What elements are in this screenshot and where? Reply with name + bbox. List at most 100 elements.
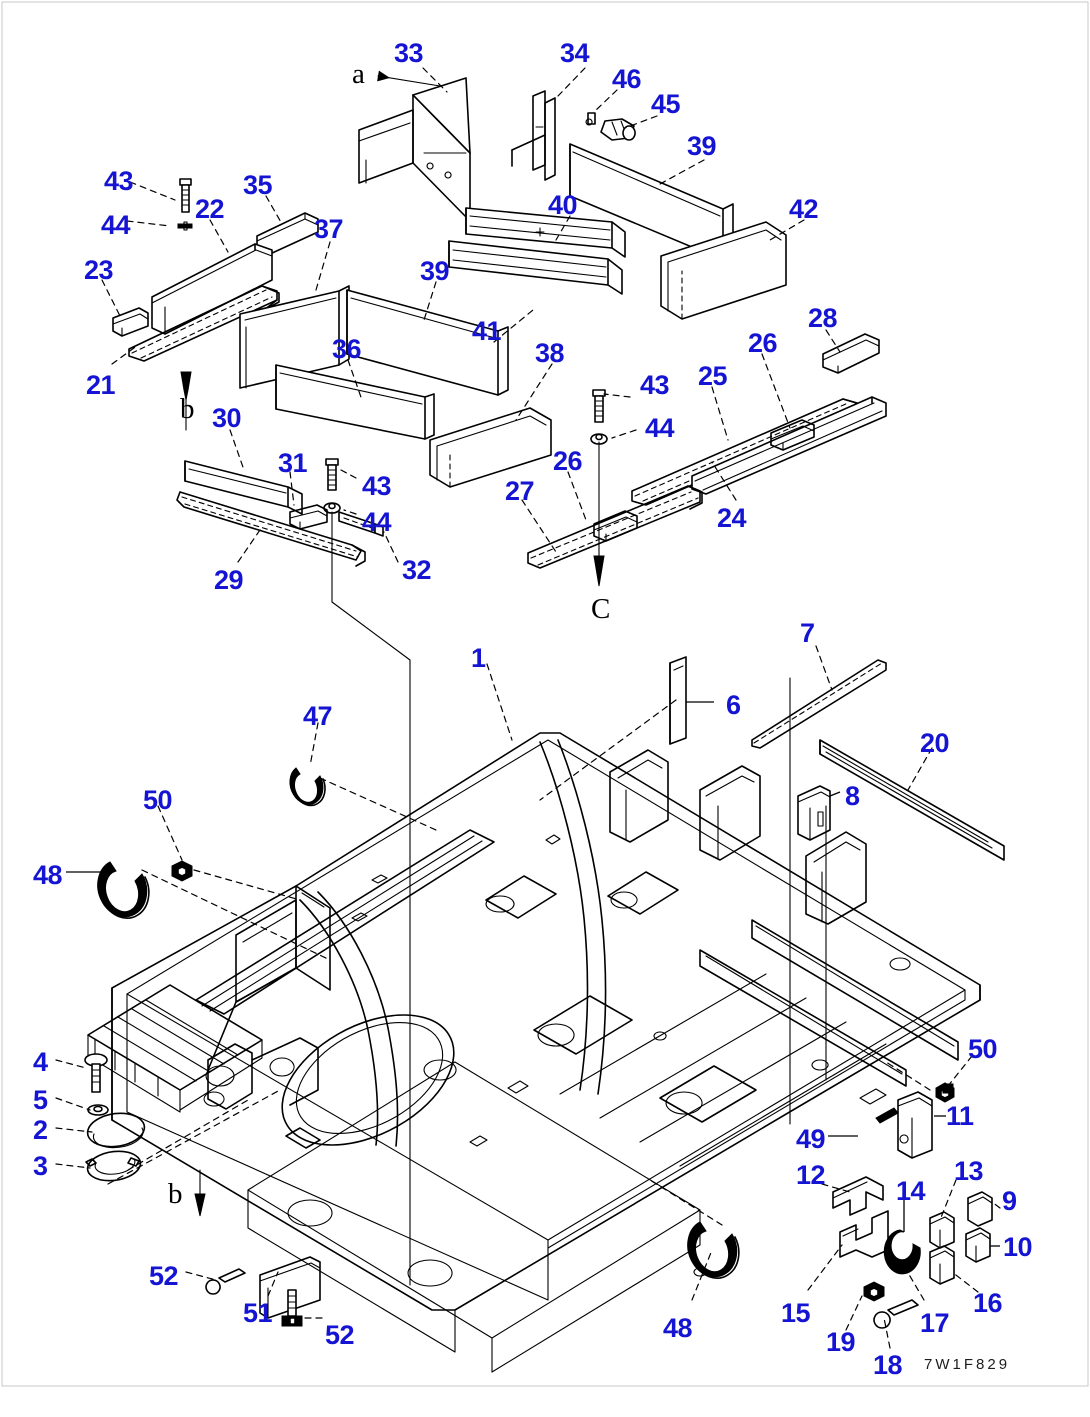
part-10-bracket xyxy=(965,1227,991,1263)
part-44-washer-upper xyxy=(177,221,193,231)
callout-44-upper-left: 44 xyxy=(101,210,131,240)
callout-4: 4 xyxy=(33,1047,48,1077)
callout-20: 20 xyxy=(920,728,950,758)
callout-32: 32 xyxy=(402,555,432,585)
part-20-rail xyxy=(819,739,1005,861)
section-marker-b-upper: b xyxy=(180,393,195,425)
part-2-gasket xyxy=(86,1112,146,1149)
drawing-code-label: 7W1F829 xyxy=(924,1356,1011,1373)
section-marker-b-lower: b xyxy=(168,1178,183,1210)
callout-29: 29 xyxy=(214,565,244,595)
deck-boss-b xyxy=(607,871,679,915)
part-44-washer-lower xyxy=(323,502,341,514)
part-14-clamp xyxy=(883,1229,921,1275)
part-22-rail xyxy=(151,243,273,335)
callout-28: 28 xyxy=(808,303,838,333)
part-11-bracket xyxy=(875,1091,933,1159)
callout-52-left: 52 xyxy=(149,1261,179,1291)
callout-44-mid: 44 xyxy=(645,413,675,443)
callout-3: 3 xyxy=(33,1151,48,1181)
part-52-bolt-left xyxy=(205,1268,246,1295)
callout-48-left: 48 xyxy=(33,860,63,890)
part-26-block-lower xyxy=(593,510,638,542)
part-45-bolt xyxy=(600,118,636,141)
callout-45: 45 xyxy=(651,89,681,119)
part-5-washer xyxy=(87,1104,109,1116)
part-33-panel xyxy=(358,77,471,222)
part-23-clip xyxy=(112,307,149,337)
part-28-block xyxy=(822,333,880,374)
part-48-ring-bottom xyxy=(687,1221,740,1279)
callout-27: 27 xyxy=(505,476,535,506)
part-16-bracket xyxy=(929,1245,955,1285)
callout-33: 33 xyxy=(394,38,424,68)
part-38-plate xyxy=(429,407,552,488)
part-12-bracket xyxy=(832,1176,884,1216)
part-39-top-plate xyxy=(569,143,734,261)
part-6-bracket xyxy=(669,656,687,745)
part-4-bolt xyxy=(84,1053,108,1093)
part-7-rod xyxy=(751,659,887,749)
callout-5: 5 xyxy=(33,1085,48,1115)
deck-boss-c xyxy=(533,995,633,1055)
callout-39-top: 39 xyxy=(687,131,717,161)
section-marker-a: a xyxy=(352,58,365,90)
part-43-bolt-lower xyxy=(325,458,339,491)
callout-42: 42 xyxy=(789,194,819,224)
callout-24: 24 xyxy=(717,503,747,533)
part-17-bolt xyxy=(873,1299,919,1329)
part-29-slat xyxy=(176,491,366,567)
callout-41: 41 xyxy=(472,316,502,346)
callout-7: 7 xyxy=(800,618,815,648)
callout-17: 17 xyxy=(920,1308,950,1338)
callout-14: 14 xyxy=(896,1176,926,1206)
callout-10: 10 xyxy=(1003,1232,1033,1262)
part-48-ring-left xyxy=(97,861,150,919)
callout-49: 49 xyxy=(796,1124,826,1154)
callout-13: 13 xyxy=(954,1156,984,1186)
callout-15: 15 xyxy=(781,1298,811,1328)
callout-30: 30 xyxy=(212,403,242,433)
part-3-plug xyxy=(85,1150,142,1182)
part-39-mid-panel xyxy=(346,289,509,396)
callout-9: 9 xyxy=(1002,1186,1017,1216)
callout-39-mid: 39 xyxy=(420,256,450,286)
callout-11: 11 xyxy=(946,1101,974,1131)
callout-31: 31 xyxy=(278,448,308,478)
part-46-boss xyxy=(585,112,596,126)
part-43-bolt-upper xyxy=(179,178,192,213)
leader-lines xyxy=(55,67,1001,1349)
callout-48-bottom: 48 xyxy=(663,1313,693,1343)
part-1-revolving-frame xyxy=(87,732,981,1373)
callout-40: 40 xyxy=(548,190,578,220)
callout-43-lower: 43 xyxy=(362,471,392,501)
section-arrow-b-upper xyxy=(180,371,192,431)
callout-1: 1 xyxy=(471,643,486,673)
assembly-axis-left xyxy=(331,511,411,1286)
callout-16: 16 xyxy=(973,1288,1003,1318)
part-43-bolt-right xyxy=(592,389,606,423)
callout-34: 34 xyxy=(560,38,590,68)
deck-boss-e xyxy=(285,1127,321,1149)
part-25-rail xyxy=(691,396,887,495)
callout-36: 36 xyxy=(332,334,362,364)
part-8-block xyxy=(797,785,831,841)
callout-22: 22 xyxy=(195,194,225,224)
callout-21: 21 xyxy=(86,370,116,400)
callout-43-mid: 43 xyxy=(640,370,670,400)
part-37-panel xyxy=(239,285,350,389)
part-50-nut-left xyxy=(171,860,193,882)
callout-2: 2 xyxy=(33,1115,48,1145)
callout-47: 47 xyxy=(303,701,333,731)
section-marker-c: C xyxy=(591,593,611,625)
part-31-bracket xyxy=(289,504,328,530)
part-13-bracket xyxy=(929,1211,955,1249)
callout-44-lower: 44 xyxy=(362,507,392,537)
part-9-bracket xyxy=(967,1191,993,1227)
part-19-nut xyxy=(863,1281,885,1302)
part-26-block-upper xyxy=(770,419,815,451)
part-44-washer-right xyxy=(590,433,608,445)
callout-12: 12 xyxy=(796,1160,826,1190)
